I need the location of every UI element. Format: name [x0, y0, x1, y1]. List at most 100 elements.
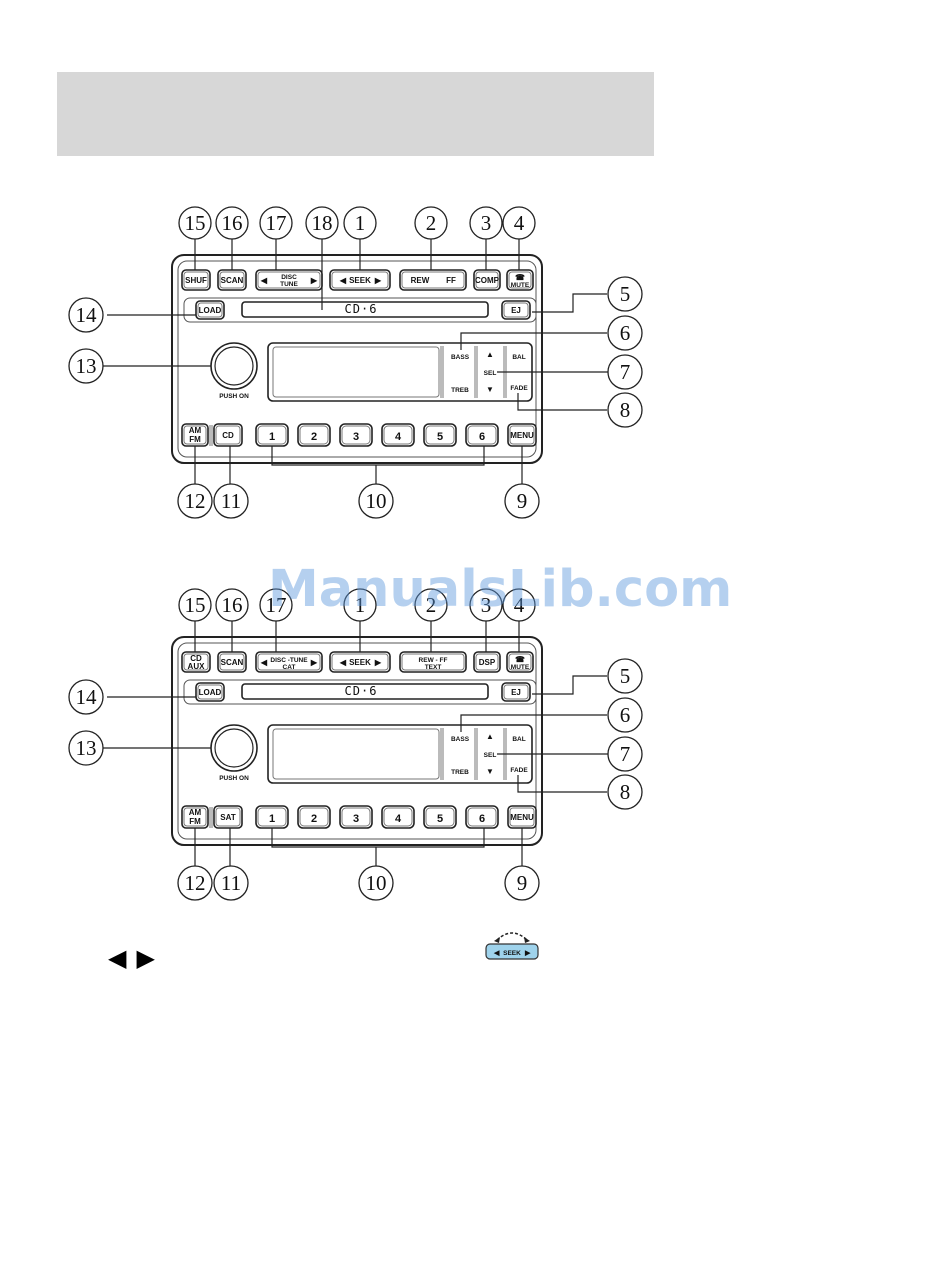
svg-text:▶: ▶	[310, 276, 318, 285]
svg-text:6: 6	[620, 703, 631, 727]
preset-6-button[interactable]: 6	[465, 805, 499, 829]
svg-text:13: 13	[76, 354, 97, 378]
am-fm-button[interactable]: AM FM	[181, 805, 209, 829]
svg-text:5: 5	[437, 431, 443, 443]
preset-4-button[interactable]: 4	[381, 805, 415, 829]
svg-text:SCAN: SCAN	[221, 276, 244, 285]
preset-1-button[interactable]: 1	[255, 805, 289, 829]
svg-text:7: 7	[620, 360, 631, 384]
preset-2-button[interactable]: 2	[297, 805, 331, 829]
svg-text:MENU: MENU	[510, 813, 534, 822]
scan-button[interactable]: SCAN	[217, 651, 247, 673]
svg-text:4: 4	[514, 211, 525, 235]
radio-diagram: CD AUX SCAN ◀ ▶ DISC -TUNE CAT ◀ ▶ SEEK …	[68, 588, 643, 901]
svg-text:9: 9	[517, 871, 528, 895]
bass-treble-rocker[interactable]: BASS TREB	[451, 736, 470, 776]
disc-tune-button[interactable]: ◀ ▶ DISC TUNE	[255, 269, 323, 291]
preset-1-button[interactable]: 1	[255, 423, 289, 447]
preset-6-button[interactable]: 6	[465, 423, 499, 447]
rew-ff-button[interactable]: REW FF	[399, 269, 467, 291]
callout-3: 3	[469, 588, 503, 622]
preset-2-button[interactable]: 2	[297, 423, 331, 447]
svg-text:6: 6	[479, 431, 485, 443]
callout-8: 8	[607, 392, 643, 428]
callout-13: 13	[68, 730, 104, 766]
cd-sat-button[interactable]: CD	[213, 423, 243, 447]
power-volume-knob[interactable]	[210, 724, 258, 772]
mute-button[interactable]: ☎ MUTE	[506, 651, 534, 673]
svg-text:18: 18	[312, 211, 333, 235]
svg-text:SEL: SEL	[484, 370, 497, 377]
preset-5-button[interactable]: 5	[423, 805, 457, 829]
power-volume-knob[interactable]	[210, 342, 258, 390]
preset-3-button[interactable]: 3	[339, 423, 373, 447]
callout-6: 6	[607, 697, 643, 733]
svg-text:SHUF: SHUF	[185, 276, 207, 285]
svg-text:REW: REW	[411, 276, 430, 285]
shuffle-button[interactable]: CD AUX	[181, 651, 211, 673]
leader-lines	[102, 621, 608, 866]
svg-text:AM: AM	[189, 426, 202, 435]
select-rocker[interactable]: ▲ SEL ▼	[484, 350, 497, 394]
callout-14: 14	[68, 297, 104, 333]
callout-16: 16	[215, 206, 249, 240]
push-on-label: PUSH ON	[219, 775, 249, 782]
am-fm-button[interactable]: AM FM	[181, 423, 209, 447]
mute-button[interactable]: ☎ MUTE	[506, 269, 534, 291]
preset-5-button[interactable]: 5	[423, 423, 457, 447]
svg-text:CD: CD	[190, 654, 202, 663]
seek-button[interactable]: ◀ ▶ SEEK	[329, 269, 391, 291]
svg-text:16: 16	[222, 593, 243, 617]
svg-text:◀: ◀	[339, 658, 347, 667]
callout-12: 12	[177, 865, 213, 901]
svg-text:FADE: FADE	[510, 767, 528, 774]
rew-ff-button[interactable]: REW - FF TEXT	[399, 651, 467, 673]
svg-text:1: 1	[269, 813, 275, 825]
callout-10: 10	[358, 865, 394, 901]
bass-treble-rocker[interactable]: BASS TREB	[451, 354, 470, 394]
load-button[interactable]: LOAD	[195, 682, 225, 702]
push-on-label: PUSH ON	[219, 393, 249, 400]
callout-11: 11	[213, 483, 249, 519]
preset-4-button[interactable]: 4	[381, 423, 415, 447]
menu-button[interactable]: MENU	[507, 805, 537, 829]
svg-text:▼: ▼	[486, 767, 494, 776]
comp-dsp-button[interactable]: COMP	[473, 269, 501, 291]
svg-text:◀: ◀	[260, 658, 268, 667]
svg-text:3: 3	[353, 431, 359, 443]
callout-13: 13	[68, 348, 104, 384]
seek-button[interactable]: ◀ ▶ SEEK	[329, 651, 391, 673]
svg-text:SEEK: SEEK	[349, 276, 371, 285]
callout-14: 14	[68, 679, 104, 715]
shuffle-button[interactable]: SHUF	[181, 269, 211, 291]
svg-text:◀: ◀	[493, 950, 500, 957]
svg-text:16: 16	[222, 211, 243, 235]
svg-text:REW - FF: REW - FF	[419, 657, 448, 664]
eject-button[interactable]: EJ	[501, 682, 531, 702]
svg-text:BASS: BASS	[451, 354, 470, 361]
menu-button[interactable]: MENU	[507, 423, 537, 447]
svg-text:▲: ▲	[486, 732, 494, 741]
disc-tune-button[interactable]: ◀ ▶ DISC -TUNE CAT	[255, 651, 323, 673]
comp-dsp-button[interactable]: DSP	[473, 651, 501, 673]
preset-3-button[interactable]: 3	[339, 805, 373, 829]
balance-fade-rocker[interactable]: BAL FADE	[510, 354, 528, 392]
select-rocker[interactable]: ▲ SEL ▼	[484, 732, 497, 776]
scan-button[interactable]: SCAN	[217, 269, 247, 291]
load-button[interactable]: LOAD	[195, 300, 225, 320]
svg-text:FM: FM	[189, 817, 201, 826]
svg-text:10: 10	[366, 489, 387, 513]
header-banner	[57, 72, 654, 156]
cd-sat-button[interactable]: SAT	[213, 805, 243, 829]
phone-icon: ☎	[515, 655, 525, 664]
cd6-logo: CD·6	[345, 684, 378, 698]
callout-7: 7	[607, 354, 643, 390]
balance-fade-rocker[interactable]: BAL FADE	[510, 736, 528, 774]
svg-text:12: 12	[185, 871, 206, 895]
svg-text:EJ: EJ	[511, 688, 521, 697]
callout-17: 17	[259, 588, 293, 622]
svg-text:MUTE: MUTE	[511, 282, 530, 289]
eject-button[interactable]: EJ	[501, 300, 531, 320]
svg-text:TREB: TREB	[451, 387, 469, 394]
svg-text:▼: ▼	[486, 385, 494, 394]
